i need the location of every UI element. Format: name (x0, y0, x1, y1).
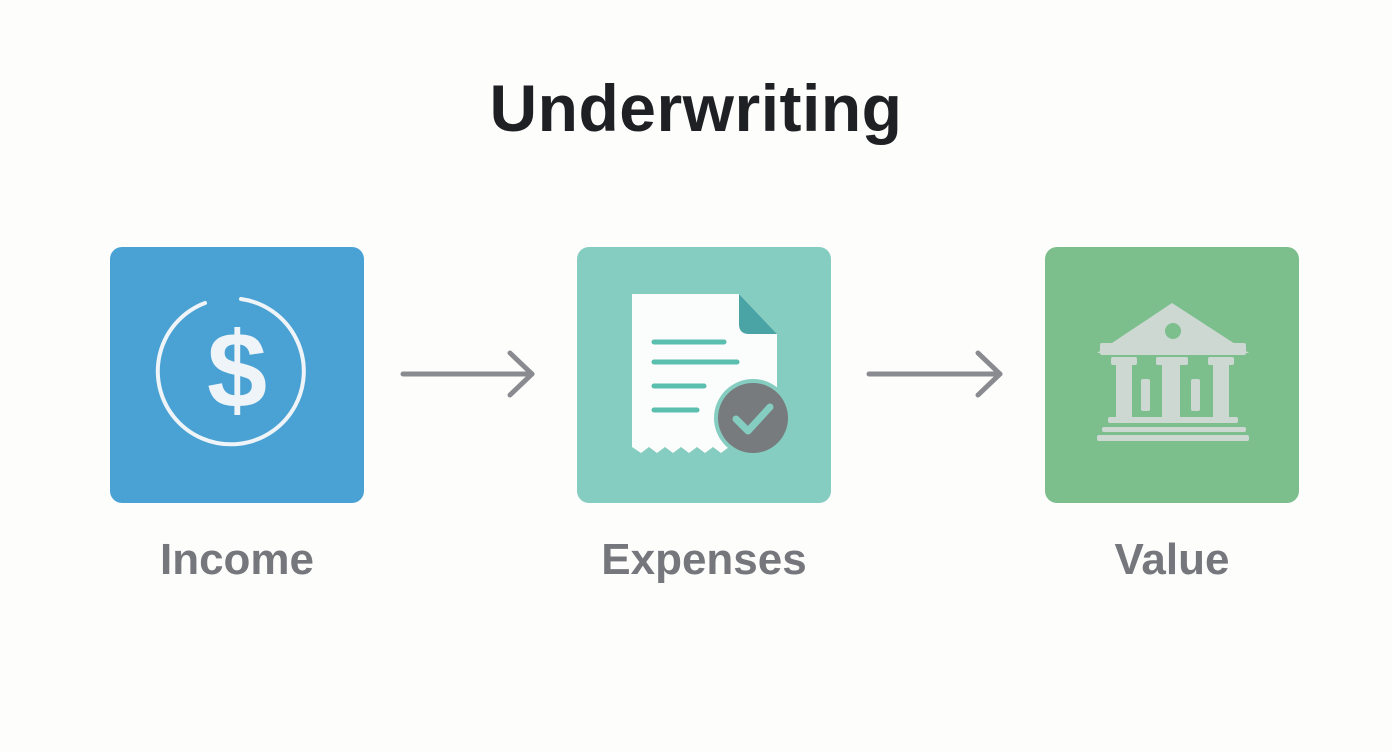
bank-building-icon (1097, 303, 1249, 441)
step-label-value: Value (1114, 535, 1230, 584)
arrow-right-icon (866, 348, 1006, 405)
svg-text:$: $ (207, 309, 267, 430)
document-check-icon (632, 294, 792, 457)
income-tile: $ (110, 247, 364, 503)
step-label-income: Income (159, 535, 315, 584)
arrow-right-icon (400, 348, 540, 405)
diagram-title: Underwriting (489, 71, 903, 145)
dollar-circle-icon: $ (155, 297, 306, 447)
expenses-tile (577, 247, 831, 503)
step-label-expenses: Expenses (601, 535, 807, 584)
value-tile (1045, 247, 1299, 503)
